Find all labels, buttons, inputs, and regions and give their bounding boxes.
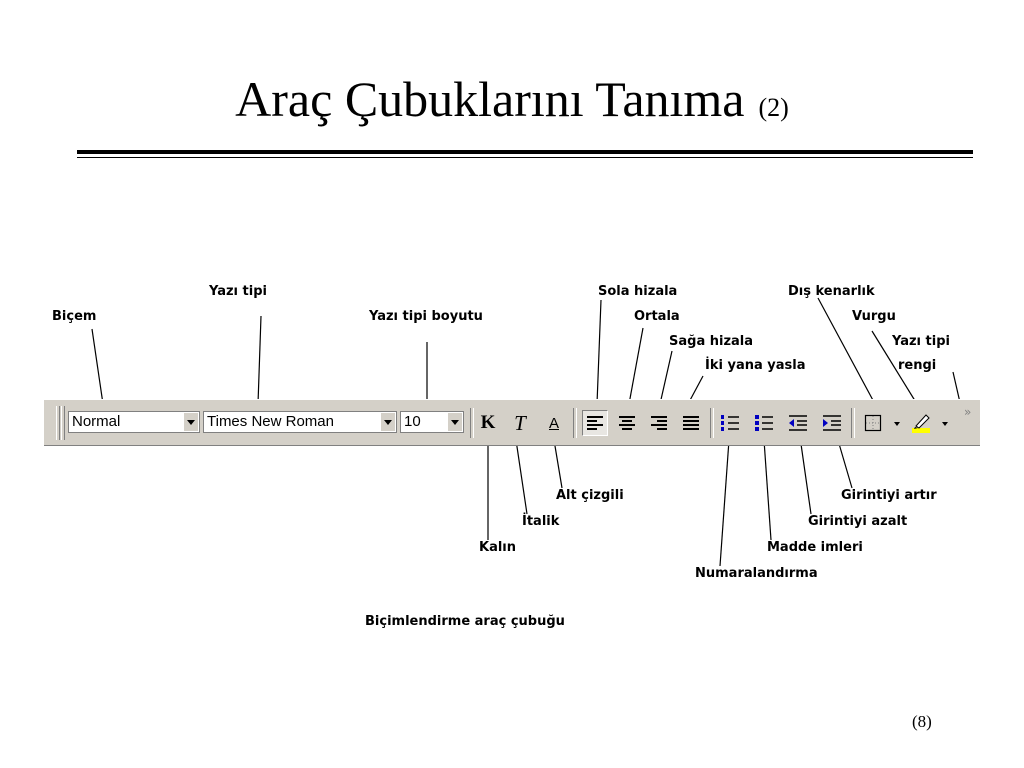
toolbar-separator bbox=[573, 408, 577, 438]
slide-title-text: Araç Çubuklarını Tanıma bbox=[235, 71, 745, 127]
title-rule-thin bbox=[77, 157, 973, 158]
numbering-icon bbox=[721, 415, 739, 431]
align-right-button[interactable] bbox=[646, 410, 672, 436]
numbering-button[interactable] bbox=[717, 410, 743, 436]
highlight-icon bbox=[912, 414, 930, 433]
label-kalin: Kalın bbox=[479, 540, 517, 555]
size-combo-value: 10 bbox=[404, 413, 421, 430]
page-number: (8) bbox=[912, 712, 932, 731]
bullets-button[interactable] bbox=[751, 410, 777, 436]
border-dropdown-arrow-icon[interactable] bbox=[894, 422, 900, 426]
formatting-toolbar: Normal Times New Roman 10 K T A bbox=[44, 399, 980, 446]
border-icon bbox=[864, 414, 882, 432]
label-yazi-tipi-rengi-line1: Yazı tipi bbox=[892, 334, 950, 349]
bold-button[interactable]: K bbox=[480, 412, 496, 433]
label-saga-hizala: Sağa hizala bbox=[669, 334, 754, 349]
style-combo-value: Normal bbox=[72, 413, 121, 430]
style-dropdown-arrow-icon[interactable] bbox=[183, 413, 198, 431]
font-combo[interactable]: Times New Roman bbox=[203, 411, 397, 433]
label-yazi-tipi-rengi-line2: rengi bbox=[898, 358, 937, 373]
align-center-icon bbox=[619, 416, 635, 430]
increase-indent-icon bbox=[823, 415, 841, 431]
label-sola-hizala: Sola hizala bbox=[598, 284, 678, 299]
label-yazi-tipi: Yazı tipi bbox=[209, 284, 267, 299]
justify-button[interactable] bbox=[678, 410, 704, 436]
toolbar-separator bbox=[851, 408, 855, 438]
font-dropdown-arrow-icon[interactable] bbox=[380, 413, 395, 431]
highlight-button[interactable] bbox=[908, 410, 934, 436]
label-dis-kenarlik: Dış kenarlık bbox=[788, 284, 875, 299]
size-dropdown-arrow-icon[interactable] bbox=[447, 413, 462, 431]
label-iki-yana-yasla: İki yana yasla bbox=[705, 358, 806, 373]
decrease-indent-icon bbox=[789, 415, 807, 431]
label-alt-cizgili: Alt çizgili bbox=[556, 488, 624, 503]
label-yazi-tipi-boyutu: Yazı tipi boyutu bbox=[369, 309, 483, 324]
align-left-icon bbox=[587, 416, 603, 430]
title-rule-thick bbox=[77, 150, 973, 154]
align-center-button[interactable] bbox=[614, 410, 640, 436]
toolbar-grip[interactable] bbox=[56, 406, 60, 440]
label-madde-imleri: Madde imleri bbox=[767, 540, 863, 555]
slide-title: Araç Çubuklarını Tanıma (2) bbox=[0, 70, 1024, 128]
toolbar-options-chevron-icon[interactable]: » bbox=[964, 405, 972, 419]
highlight-dropdown-arrow-icon[interactable] bbox=[942, 422, 948, 426]
align-right-icon bbox=[651, 416, 667, 430]
font-combo-value: Times New Roman bbox=[207, 413, 334, 430]
label-numaralandirma: Numaralandırma bbox=[695, 566, 818, 581]
label-ortala: Ortala bbox=[634, 309, 680, 324]
label-italik: İtalik bbox=[522, 514, 560, 529]
toolbar-caption: Biçimlendirme araç çubuğu bbox=[365, 614, 565, 629]
border-button[interactable] bbox=[860, 410, 886, 436]
justify-icon bbox=[683, 416, 699, 430]
decrease-indent-button[interactable] bbox=[785, 410, 811, 436]
bullets-icon bbox=[755, 415, 773, 431]
label-girintiyi-artir: Girintiyi artır bbox=[841, 488, 937, 503]
label-vurgu: Vurgu bbox=[852, 309, 896, 324]
label-girintiyi-azalt: Girintiyi azalt bbox=[808, 514, 908, 529]
align-left-button[interactable] bbox=[582, 410, 608, 436]
size-combo[interactable]: 10 bbox=[400, 411, 464, 433]
italic-button[interactable]: T bbox=[514, 410, 526, 435]
label-bicem: Biçem bbox=[52, 309, 97, 324]
style-combo[interactable]: Normal bbox=[68, 411, 200, 433]
toolbar-grip-2[interactable] bbox=[61, 406, 65, 440]
increase-indent-button[interactable] bbox=[819, 410, 845, 436]
underline-button[interactable]: A bbox=[548, 414, 559, 432]
slide-title-number: (2) bbox=[758, 93, 789, 122]
toolbar-separator bbox=[470, 408, 474, 438]
toolbar-separator bbox=[710, 408, 714, 438]
